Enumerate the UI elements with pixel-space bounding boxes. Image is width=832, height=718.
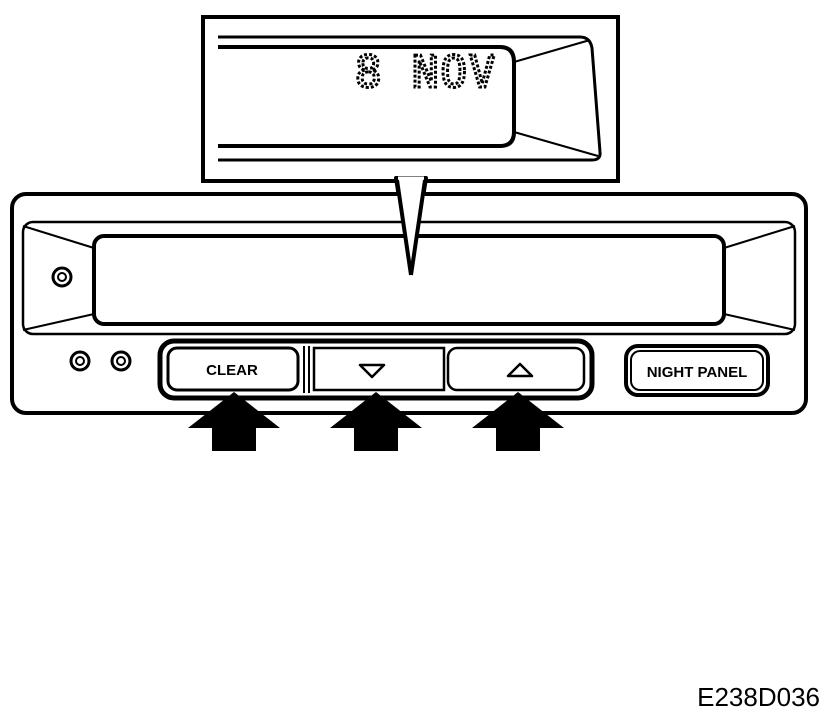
- indicator-light-icon: [69, 350, 91, 372]
- display-callout: 8 NOV: [201, 15, 620, 277]
- callout-frame: [201, 15, 620, 183]
- triangle-up-icon: [506, 362, 534, 378]
- figure-code: E238D036: [697, 682, 820, 712]
- triangle-down-icon: [358, 363, 386, 379]
- night-panel-button-label: NIGHT PANEL: [647, 364, 748, 381]
- clear-button[interactable]: CLEAR: [166, 346, 300, 392]
- arrow-up-icon: [472, 392, 564, 451]
- callout-lcd-window: [218, 45, 516, 148]
- callout-bezel-bevel-bottom: [513, 131, 599, 157]
- callout-bezel-bevel-top: [513, 39, 591, 63]
- control-unit: CLEAR NIGHT PANEL: [10, 179, 808, 415]
- clear-button-label: CLEAR: [206, 362, 258, 379]
- down-button[interactable]: [312, 346, 446, 392]
- lcd-date-text: 8 NOV: [355, 47, 497, 98]
- arrow-up-icon: [188, 392, 280, 451]
- left-sensor-icon: [51, 266, 73, 288]
- arrow-up-icon: [330, 392, 422, 451]
- night-panel-button[interactable]: NIGHT PANEL: [624, 344, 770, 397]
- indicator-light-icon: [110, 350, 132, 372]
- callout-bezel: [218, 35, 602, 162]
- up-button[interactable]: [446, 346, 586, 392]
